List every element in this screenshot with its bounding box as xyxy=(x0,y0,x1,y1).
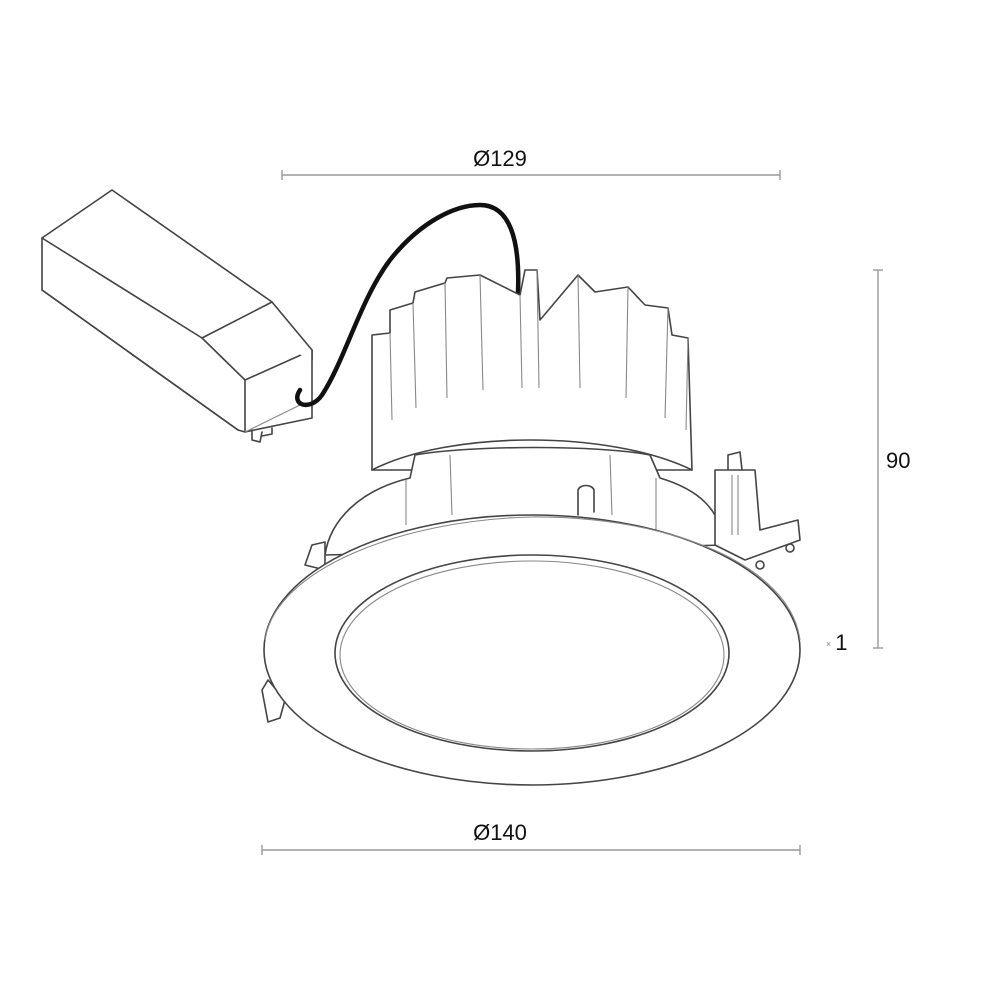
spring-clip-left xyxy=(261,541,326,723)
spring-clip-right xyxy=(714,451,801,570)
dimension-line-top xyxy=(281,170,781,180)
driver-box xyxy=(41,189,313,443)
trim-thickness-label: ×1 xyxy=(826,630,848,656)
trim-thickness-value: 1 xyxy=(835,630,848,655)
dimension-line-height xyxy=(873,269,883,649)
heatsink xyxy=(371,269,693,471)
top-diameter-label: Ø129 xyxy=(473,146,527,172)
height-value: 90 xyxy=(886,448,911,473)
top-diameter-value: Ø129 xyxy=(473,146,527,171)
height-label: 90 xyxy=(886,448,910,474)
bottom-diameter-value: Ø140 xyxy=(473,820,527,845)
trim-marker-icon: × xyxy=(826,639,832,650)
connection-cable xyxy=(295,202,521,408)
bottom-diameter-label: Ø140 xyxy=(473,820,527,846)
diffuser-lens xyxy=(334,554,730,752)
trim-ring xyxy=(263,514,801,786)
dimension-line-bottom xyxy=(261,845,801,855)
